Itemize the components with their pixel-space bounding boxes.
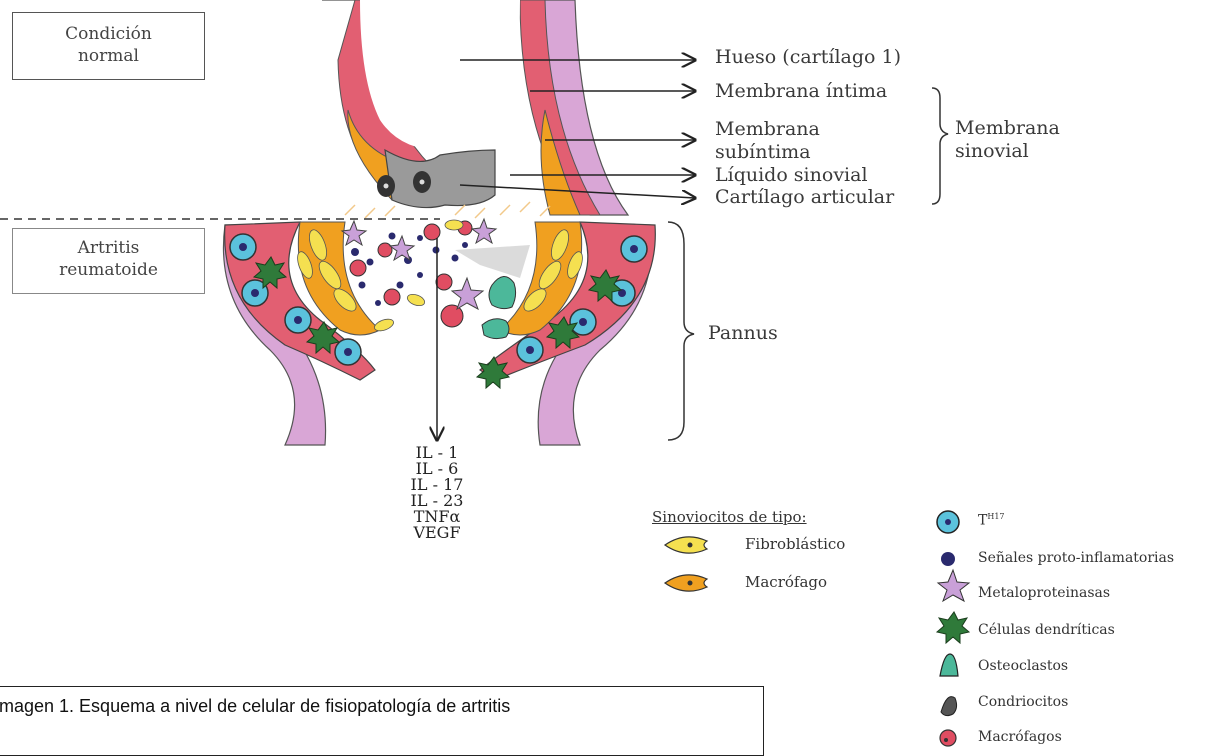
legend-th17: TH17: [978, 512, 1005, 529]
ra-line-1: Artritis: [13, 237, 204, 259]
brace-pannus: [668, 222, 694, 440]
figure-caption: magen 1. Esquema a nivel de celular de f…: [0, 686, 764, 756]
legend-signals: Señales proto-inflamatorias: [978, 550, 1174, 566]
brace-sinovial: [932, 88, 948, 204]
label-liquido: Líquido sinovial: [715, 164, 868, 186]
normal-line-1: Condición: [13, 23, 204, 45]
sinoviocitos-title: Sinoviocitos de tipo:: [652, 508, 807, 526]
ra-condition-box: Artritis reumatoide: [12, 228, 205, 294]
label-sinovial-2: sinovial: [955, 140, 1029, 162]
sinoviocito-macrofago: Macrófago: [745, 573, 827, 591]
cytokine-list: IL - 1 IL - 6 IL - 17 IL - 23 TNFα VEGF: [397, 445, 477, 541]
legend-chondrocyte: Condriocitos: [978, 694, 1068, 710]
label-cartilago: Cartílago articular: [715, 186, 894, 208]
sinoviocito-fibroblastico: Fibroblástico: [745, 535, 845, 553]
cytokine-item: VEGF: [397, 525, 477, 541]
legend-macrophage: Macrófagos: [978, 729, 1062, 745]
label-intima: Membrana íntima: [715, 80, 887, 102]
normal-line-2: normal: [13, 45, 204, 67]
legend-th17-sup: H17: [987, 512, 1004, 521]
label-pannus: Pannus: [708, 322, 778, 344]
label-sinovial-1: Membrana: [955, 117, 1060, 139]
legend-mmp: Metaloproteinasas: [978, 585, 1110, 601]
legend-dendritic: Células dendríticas: [978, 622, 1115, 638]
ra-line-2: reumatoide: [13, 259, 204, 281]
label-hueso: Hueso (cartílago 1): [715, 46, 901, 68]
label-subintima-2: subíntima: [715, 141, 811, 163]
normal-condition-box: Condición normal: [12, 12, 205, 80]
cartilage-head: [385, 150, 495, 208]
label-subintima-1: Membrana: [715, 118, 820, 140]
legend-osteoclast: Osteoclastos: [978, 658, 1068, 674]
